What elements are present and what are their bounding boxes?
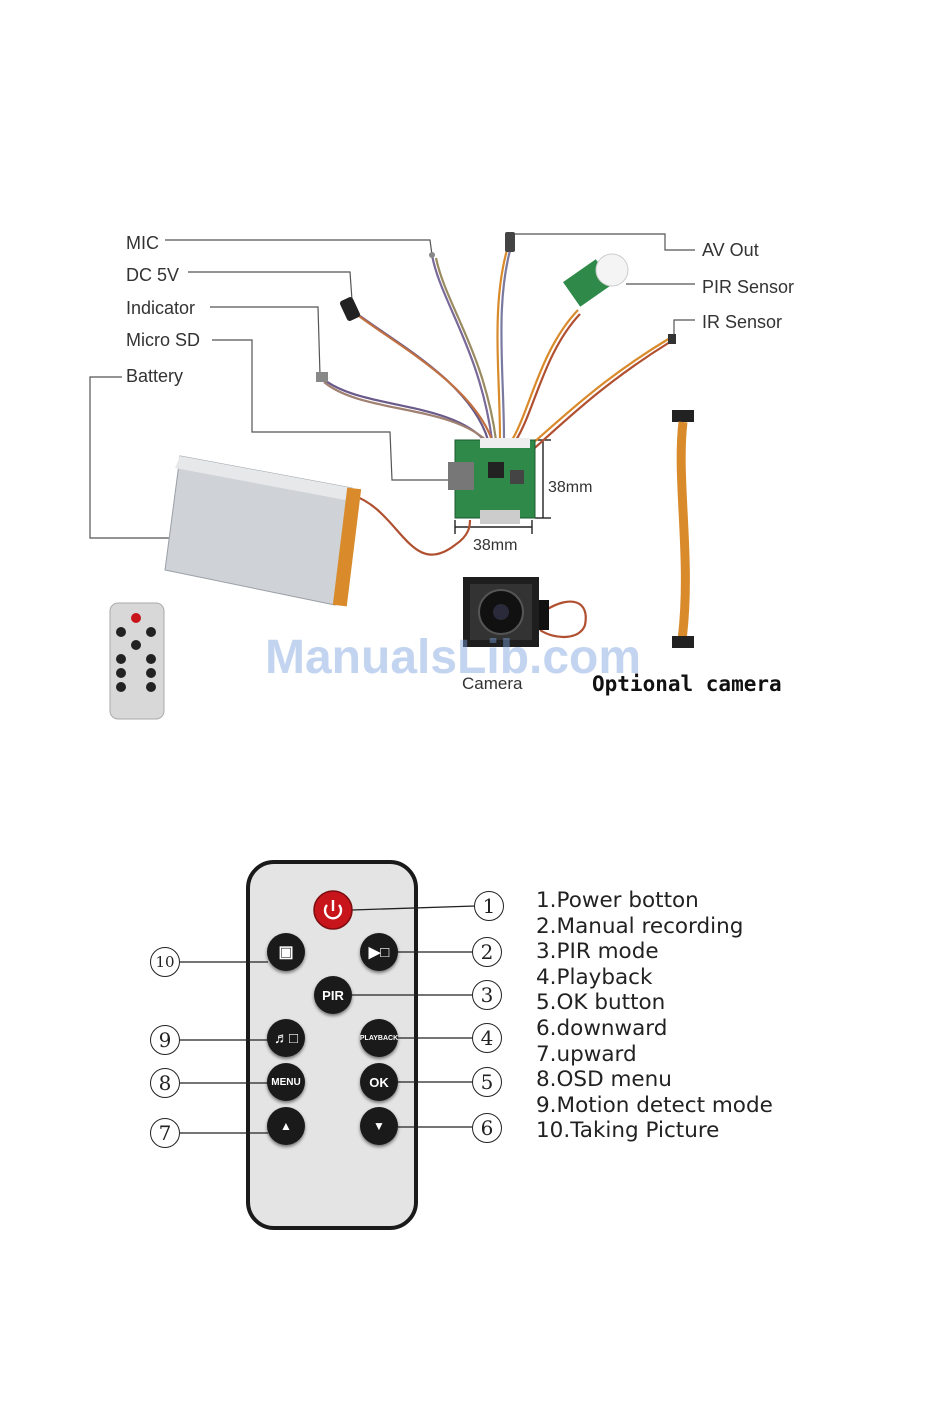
microsd-leader	[212, 339, 450, 481]
callout-6: 6	[472, 1113, 502, 1143]
callout-7: 7	[150, 1118, 180, 1148]
ir-leader	[673, 319, 695, 334]
ir-sensor-label: IR Sensor	[702, 312, 783, 332]
power-button	[313, 890, 353, 930]
arrow-down-icon: ▼	[373, 1119, 385, 1133]
optional-camera-label: Optional camera	[592, 672, 782, 696]
callout-5: 5	[472, 1067, 502, 1097]
playback-button[interactable]: PLAYBACK	[360, 1019, 398, 1057]
main-board	[448, 438, 536, 524]
button-legend: 1.Power botton 2.Manual recording 3.PIR …	[536, 888, 773, 1144]
mic-component	[429, 252, 435, 258]
motion-detect-button[interactable]: ♬□	[267, 1019, 305, 1057]
battery-component	[164, 455, 362, 607]
ir-sensor-component	[668, 334, 676, 344]
pir-sensor-component	[563, 253, 629, 307]
take-picture-button[interactable]: ▣	[267, 933, 305, 971]
legend-item: 3.PIR mode	[536, 939, 659, 965]
optional-camera-cable	[672, 410, 694, 648]
power-icon	[323, 900, 343, 920]
legend-item: 2.Manual recording	[536, 913, 744, 939]
avout-leader	[515, 233, 695, 251]
battery-leader	[89, 376, 172, 539]
dc5v-label: DC 5V	[126, 265, 180, 285]
av-jack	[505, 232, 515, 252]
legend-item: 10.Taking Picture	[536, 1118, 720, 1144]
mic-label: MIC	[126, 233, 159, 253]
legend-item: 4.Playback	[536, 964, 653, 990]
arrow-up-icon: ▲	[280, 1119, 292, 1133]
dimension-width-label: 38mm	[473, 537, 518, 554]
module-diagram	[89, 232, 695, 720]
av-out-label: AV Out	[702, 240, 759, 260]
indicator-leader	[210, 306, 321, 376]
callout-1: 1	[474, 891, 504, 921]
legend-item: 8.OSD menu	[536, 1067, 672, 1093]
indicator-led	[316, 372, 328, 382]
dimension-height-label: 38mm	[548, 479, 593, 496]
callout-3: 3	[472, 980, 502, 1010]
micro-sd-label: Micro SD	[126, 330, 201, 350]
dimension-lines	[454, 439, 551, 534]
pir-sensor-label: PIR Sensor	[702, 277, 795, 297]
camera-module	[463, 577, 549, 647]
remote-callout-lines	[180, 905, 476, 1134]
indicator-label: Indicator	[126, 298, 196, 318]
callout-10: 10	[150, 947, 180, 977]
down-button[interactable]: ▼	[360, 1107, 398, 1145]
legend-item: 6.downward	[536, 1015, 668, 1041]
small-remote	[109, 602, 165, 720]
callout-9: 9	[150, 1025, 180, 1055]
callout-4: 4	[472, 1023, 502, 1053]
dc-jack	[339, 297, 361, 321]
legend-item: 5.OK button	[536, 990, 666, 1016]
video-camera-icon: ▶□	[368, 944, 390, 961]
camera-label: Camera	[462, 674, 523, 693]
dc5v-leader	[188, 271, 353, 301]
legend-item: 7.upward	[536, 1041, 637, 1067]
camera-photo-icon: ▣	[278, 944, 294, 961]
pir-mode-button[interactable]: PIR	[314, 976, 352, 1014]
manual-record-button[interactable]: ▶□	[360, 933, 398, 971]
legend-item: 9.Motion detect mode	[536, 1092, 773, 1118]
menu-button[interactable]: MENU	[267, 1063, 305, 1101]
ok-button[interactable]: OK	[360, 1063, 398, 1101]
callout-8: 8	[150, 1068, 180, 1098]
watermark: ManualsLib.com	[265, 631, 642, 684]
motion-detect-icon: ♬□	[273, 1029, 299, 1047]
up-button[interactable]: ▲	[267, 1107, 305, 1145]
battery-label: Battery	[126, 366, 184, 386]
mic-leader	[165, 239, 433, 256]
callout-2: 2	[472, 937, 502, 967]
legend-item: 1.Power botton	[536, 888, 699, 913]
